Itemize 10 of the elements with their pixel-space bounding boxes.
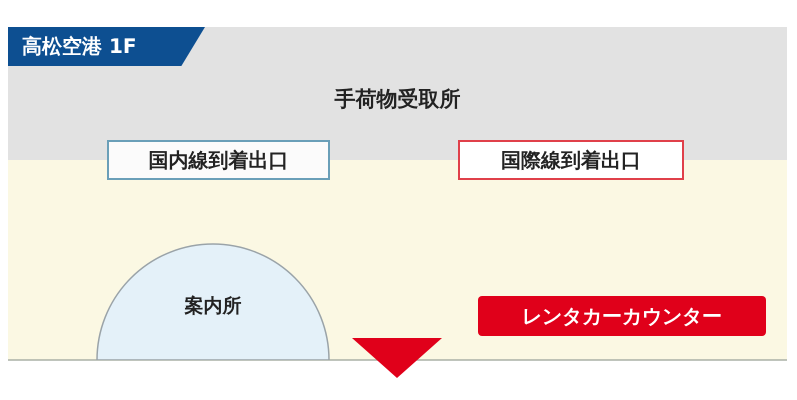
node-label: 国内線到着出口 <box>148 146 288 174</box>
node-label: 案内所 <box>184 294 242 319</box>
floor-title-tab: 高松空港 1F <box>8 27 205 66</box>
information-desk <box>96 243 330 360</box>
node-label: 手荷物受取所 <box>334 86 460 113</box>
exit-sign <box>107 140 330 180</box>
exit-sign <box>458 140 684 180</box>
node-label: 国際線到着出口 <box>501 146 641 174</box>
node-label: レンタカーカウンター <box>522 302 722 330</box>
counter-sign <box>478 296 766 336</box>
